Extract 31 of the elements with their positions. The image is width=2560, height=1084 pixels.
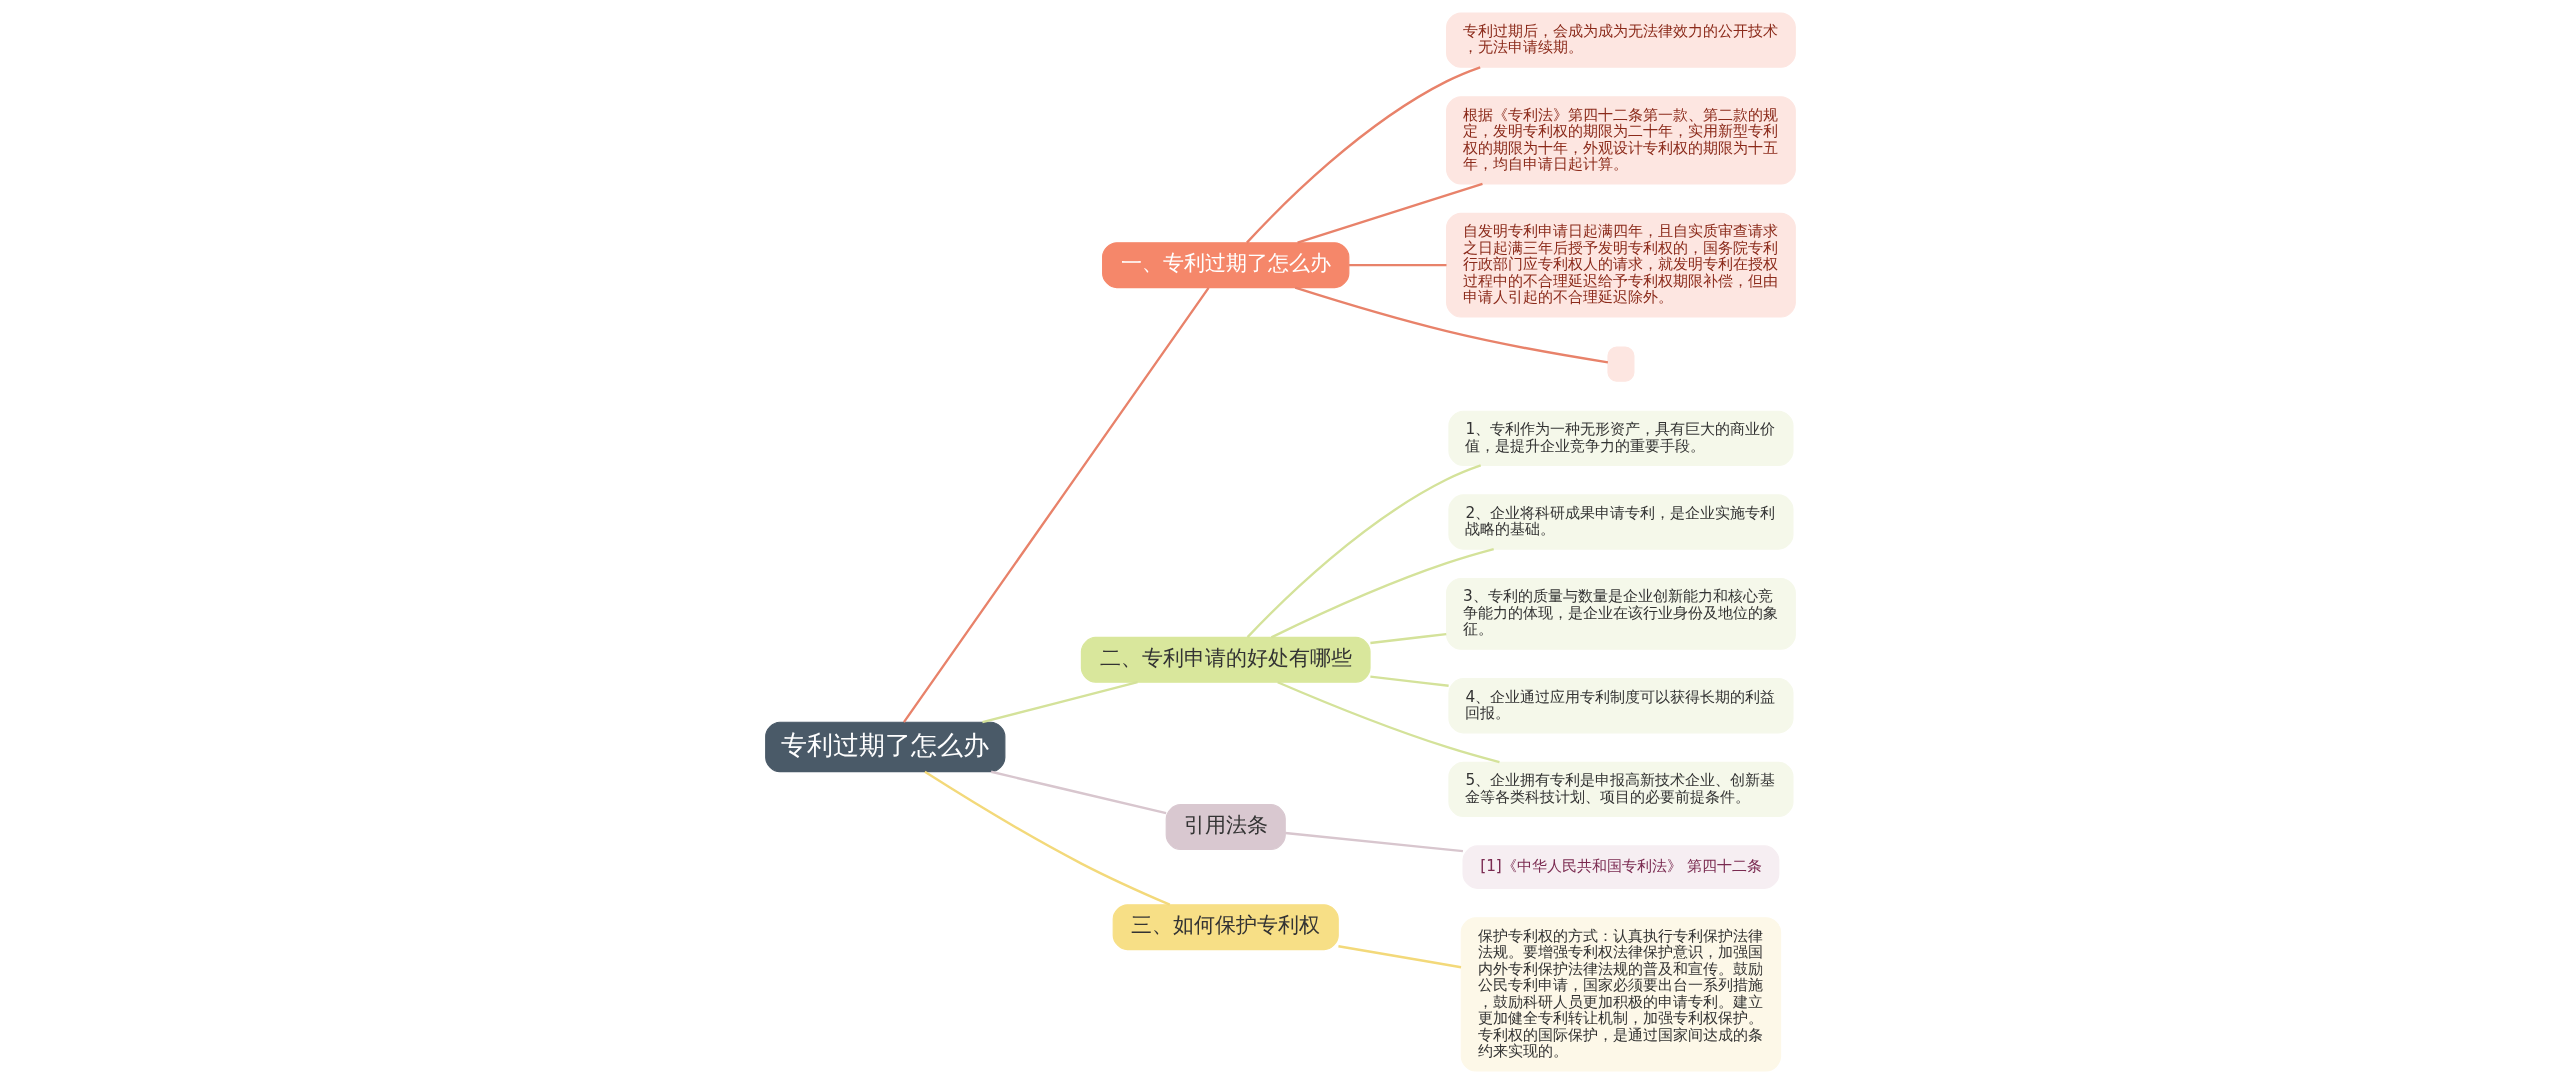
connector bbox=[1246, 464, 1481, 638]
node-box: 二、专利申请的好处有哪些 bbox=[1080, 636, 1371, 683]
connector bbox=[923, 770, 1170, 906]
node-box: [1]《中华人民共和国专利法》 第四十二条 bbox=[1462, 845, 1779, 889]
connector bbox=[1245, 66, 1481, 244]
node-box: 根据《专利法》第四十二条第一款、第二款的规定，发明专利权的期限为二十年，实用新型专利权的期限为十年，外观设计专利权的期限为十五年，均自申请日起计算。 bbox=[1445, 96, 1796, 185]
connector bbox=[1348, 264, 1446, 267]
connector bbox=[1284, 831, 1463, 853]
node-box: 一、专利过期了怎么办 bbox=[1101, 242, 1349, 289]
node-box: 自发明专利申请日起满四年，且自实质审查请求之日起满三年后授予发明专利权的，国务院专利行政部门应专利权人的请求，就发明专利在授权过程中的不合理延迟给予专利权期限补偿，但由申请人引起的不合理延迟除外。 bbox=[1445, 212, 1796, 318]
node-box: 引用法条 bbox=[1165, 804, 1286, 851]
connector bbox=[1369, 675, 1449, 687]
node-box: 专利过期后，会成为成为无法律效力的公开技术，无法申请续期。 bbox=[1445, 12, 1796, 68]
connector bbox=[1276, 681, 1500, 764]
node-box: 专利过期了怎么办 bbox=[764, 721, 1005, 773]
node-box: 3、专利的质量与数量是企业创新能力和核心竞争能力的体现，是企业在该行业身份及地位的象征。 bbox=[1445, 577, 1796, 650]
connector bbox=[981, 681, 1138, 724]
node-box bbox=[1606, 346, 1634, 382]
node-box: 5、企业拥有专利是申报高新技术企业、创新基金等各类科技计划、项目的必要前提条件。 bbox=[1447, 761, 1793, 818]
node-box: 三、如何保护专利权 bbox=[1112, 904, 1339, 951]
connector bbox=[1369, 632, 1446, 645]
node-box: 2、企业将科研成果申请专利，是企业实施专利战略的基础。 bbox=[1447, 494, 1793, 550]
connector bbox=[1296, 182, 1483, 244]
node-box: 1、专利作为一种无形资产，具有巨大的商业价值，是提升企业竞争力的重要手段。 bbox=[1447, 410, 1793, 466]
connector bbox=[990, 770, 1166, 815]
connector bbox=[1270, 548, 1494, 639]
connector bbox=[902, 287, 1210, 723]
node-box: 4、企业通过应用专利制度可以获得长期的利益回报。 bbox=[1447, 678, 1793, 734]
node-box: 保护专利权的方式：认真执行专利保护法律法规。要增强专利权法律保护意识，加强国内外专利保护法律法规的普及和宣传。鼓励公民专利申请，国家必须要出台一系列措施，鼓励科研人员更加积极的申请专利。建立更加健全专利转让机制，加强专利权保护。专利权的国际保护，是通过国家间达成的条约来实现的。 bbox=[1460, 917, 1781, 1072]
connector bbox=[1337, 945, 1461, 969]
connector bbox=[1294, 286, 1608, 364]
